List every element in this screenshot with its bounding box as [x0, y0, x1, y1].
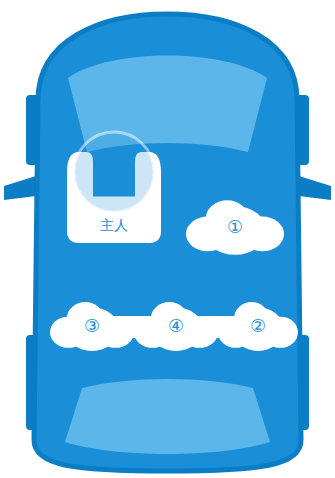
callout-number: ②: [250, 316, 266, 336]
car-body: [34, 14, 301, 471]
passenger-seat: ②: [218, 300, 298, 352]
steering-wheel: [74, 132, 154, 212]
cloud-part: [67, 302, 104, 335]
rear-bench: [60, 316, 286, 338]
right-mirror: [299, 176, 331, 200]
seat-label: 主人: [100, 218, 128, 245]
driver-seat: 主人: [63, 148, 165, 245]
cloud-part: [234, 302, 269, 335]
callout-number: ①: [227, 217, 243, 237]
passenger-seat: ④: [134, 300, 218, 352]
callout-number: ③: [84, 316, 100, 336]
cloud-part: [206, 200, 249, 237]
passenger-seat: ①: [186, 198, 284, 256]
callout-number: ④: [168, 316, 184, 336]
cloud-part: [151, 302, 188, 335]
steering-wheel-rim: [74, 132, 154, 212]
left-mirror: [4, 176, 36, 200]
passenger-seat: ③: [50, 300, 134, 352]
rear-window: [65, 379, 270, 454]
